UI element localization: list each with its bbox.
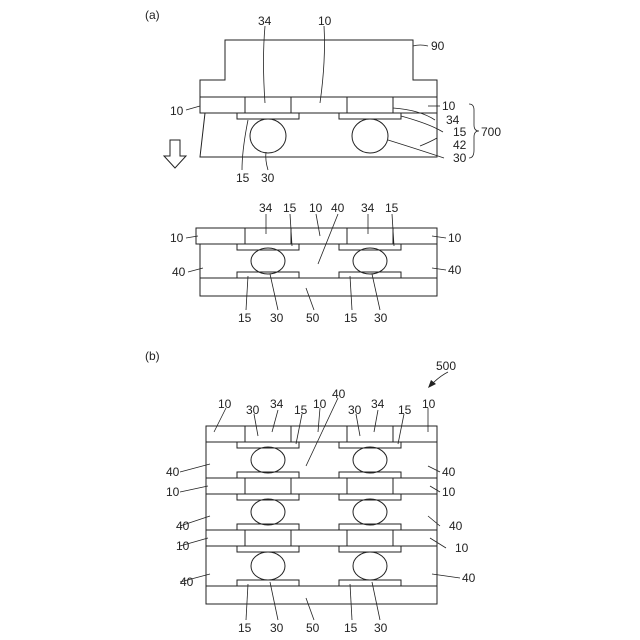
- film-15-bot-right: [339, 272, 401, 278]
- label-15: 15: [344, 621, 358, 635]
- layer-10: [200, 97, 437, 113]
- label-34: 34: [259, 201, 273, 215]
- label-34: 34: [371, 397, 385, 411]
- label-30: 30: [348, 403, 362, 417]
- pad-34-left: [245, 228, 291, 244]
- label-15: 15: [294, 403, 308, 417]
- bump-30-right: [353, 248, 387, 274]
- label-10-left: 10: [170, 231, 184, 245]
- label-40-left: 40: [172, 265, 186, 279]
- label-50: 50: [306, 311, 320, 325]
- label-10: 10: [422, 397, 436, 411]
- panel-a-result: [196, 228, 437, 296]
- label-10: 10: [218, 397, 232, 411]
- ref-arrow-500: [432, 372, 448, 384]
- label-10: 10: [313, 397, 327, 411]
- panel-a-stack: [200, 40, 437, 157]
- label-30: 30: [374, 311, 388, 325]
- label-40-right: 40: [448, 263, 462, 277]
- layer-42: [200, 113, 437, 157]
- label-34: 34: [270, 397, 284, 411]
- film-15-right: [339, 113, 401, 119]
- label-15: 15: [398, 403, 412, 417]
- label-40: 40: [332, 387, 346, 401]
- label-10-right: 10: [442, 485, 456, 499]
- label-40-left: 40: [176, 519, 190, 533]
- film-15-left: [237, 113, 299, 119]
- brace-700: [469, 104, 479, 158]
- label-15: 15: [344, 311, 358, 325]
- film-15-bot-left: [237, 272, 299, 278]
- label-15: 15: [238, 311, 252, 325]
- down-arrow-icon: [164, 140, 186, 168]
- label-90: 90: [431, 39, 445, 53]
- layer-50: [206, 586, 437, 604]
- caption-b: (b): [145, 349, 160, 363]
- label-30: 30: [270, 621, 284, 635]
- label-10-right: 10: [448, 231, 462, 245]
- label-30: 30: [270, 311, 284, 325]
- pad-34-left: [245, 97, 291, 113]
- label-15-right: 15: [453, 125, 467, 139]
- caption-a: (a): [145, 8, 160, 22]
- label-40-left: 40: [166, 465, 180, 479]
- tier-3-joints: [237, 530, 401, 586]
- layer-10-t2: [206, 478, 437, 494]
- label-15-bottom: 15: [236, 171, 250, 185]
- bump-30-right: [352, 119, 388, 153]
- layer-10-t3: [206, 530, 437, 546]
- label-15: 15: [385, 201, 399, 215]
- label-34: 34: [258, 14, 272, 28]
- label-40-right: 40: [462, 571, 476, 585]
- tier-1-joints: [237, 426, 401, 478]
- label-15: 15: [238, 621, 252, 635]
- leaders-b: [180, 398, 460, 620]
- tier-2-joints: [237, 478, 401, 530]
- label-50: 50: [306, 621, 320, 635]
- label-10-left: 10: [170, 104, 184, 118]
- label-30-bottom: 30: [261, 171, 275, 185]
- bump-30-left: [250, 119, 286, 153]
- label-10-left: 10: [166, 485, 180, 499]
- label-10: 10: [309, 201, 323, 215]
- label-34: 34: [361, 201, 375, 215]
- label-10-left: 10: [176, 539, 190, 553]
- layer-40-t1: [206, 442, 437, 478]
- layer-10: [196, 228, 437, 244]
- label-40-right: 40: [442, 465, 456, 479]
- label-40-right: 40: [449, 519, 463, 533]
- label-30: 30: [374, 621, 388, 635]
- film-15-top-left: [237, 244, 299, 250]
- film-15-top-right: [339, 244, 401, 250]
- label-42: 42: [453, 138, 467, 152]
- label-10-right: 10: [455, 541, 469, 555]
- label-30-right: 30: [453, 151, 467, 165]
- label-40: 40: [331, 201, 345, 215]
- label-700: 700: [481, 125, 501, 139]
- label-40-left: 40: [180, 575, 194, 589]
- label-500: 500: [436, 359, 456, 373]
- block-90: [200, 40, 437, 97]
- label-10: 10: [318, 14, 332, 28]
- label-10-right: 10: [442, 99, 456, 113]
- pad-34-right: [347, 97, 393, 113]
- panel-b-stack: [206, 426, 437, 604]
- layer-50: [200, 278, 437, 296]
- label-15: 15: [283, 201, 297, 215]
- layer-40-t2: [206, 494, 437, 530]
- label-30: 30: [246, 403, 260, 417]
- pad-34-right: [347, 228, 393, 244]
- bump-30-left: [251, 248, 285, 274]
